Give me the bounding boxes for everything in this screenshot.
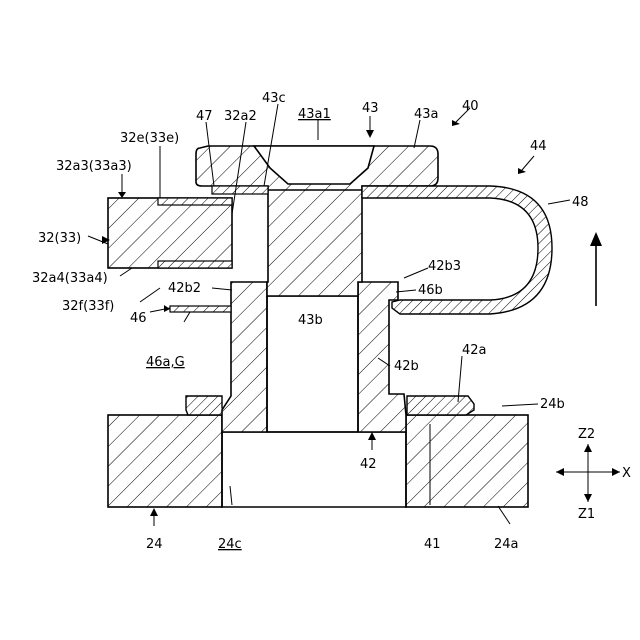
label-32a4: 32a4(33a4) [32,271,108,286]
label-Z1: Z1 [578,507,595,522]
label-24c: 24c [218,537,242,552]
plate-47 [212,186,268,194]
base-hole-24c [222,432,406,507]
layer-32e [158,198,232,205]
label-32a2: 32a2 [224,109,257,124]
label-Z2: Z2 [578,427,595,442]
label-44: 44 [530,139,547,154]
label-42b2: 42b2 [168,281,201,296]
label-43a1: 43a1 [298,107,331,122]
label-47: 47 [196,109,213,124]
plate-32 [108,198,232,268]
label-40: 40 [462,99,479,114]
label-32a3: 32a3(33a3) [56,159,132,174]
label-42b3: 42b3 [428,259,461,274]
label-46b: 46b [418,283,443,298]
label-46aG: 46a,G [146,355,185,370]
label-48: 48 [572,195,589,210]
base-plate-right [406,415,528,507]
shaft-body [267,178,362,296]
label-42a: 42a [462,343,487,358]
label-41: 41 [424,537,441,552]
label-42: 42 [360,457,377,472]
label-43c: 43c [262,91,286,106]
piece-46 [170,306,231,312]
washer-right [407,396,474,415]
collar-left-wall [222,282,267,432]
label-43a: 43a [414,107,439,122]
label-46: 46 [130,311,147,326]
base-plate-left [108,415,222,507]
up-arrow-icon [590,232,602,246]
label-42b: 42b [394,359,419,374]
label-32-33: 32(33) [38,231,81,246]
label-24b: 24b [540,397,565,412]
label-24: 24 [146,537,163,552]
label-32f: 32f(33f) [62,299,114,314]
label-43b: 43b [298,313,323,328]
label-X: X [622,466,631,481]
label-32e: 32e(33e) [120,131,179,146]
label-24a: 24a [494,537,519,552]
axis-indicator [556,444,620,502]
label-43: 43 [362,101,379,116]
layer-32f [158,261,232,268]
